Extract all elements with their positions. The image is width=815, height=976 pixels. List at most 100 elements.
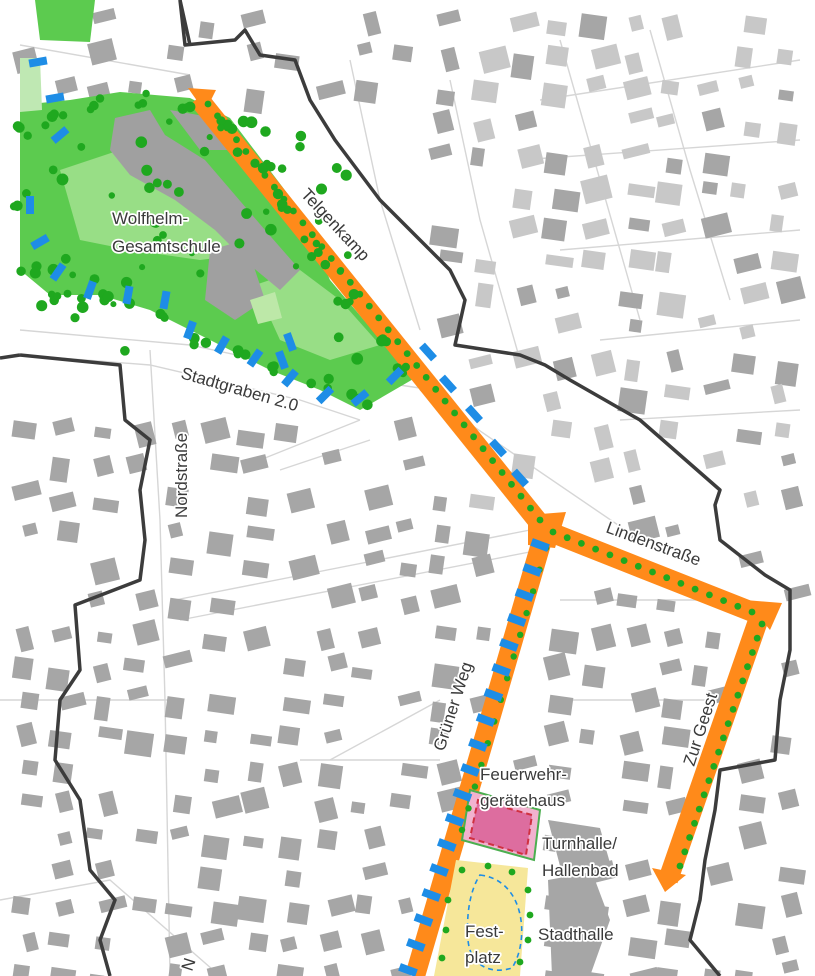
building	[96, 631, 113, 644]
building	[664, 928, 691, 949]
building	[15, 626, 35, 653]
tree-dot-icon	[242, 148, 250, 155]
building	[350, 801, 366, 814]
building	[92, 497, 120, 514]
building	[740, 282, 770, 305]
green-corner-top	[35, 0, 95, 42]
tree-dot-icon	[489, 457, 496, 464]
tree-dot-icon	[441, 397, 449, 405]
fire-station[interactable]	[460, 788, 542, 862]
building	[471, 79, 499, 104]
building	[628, 14, 645, 32]
building	[770, 250, 800, 273]
building	[240, 9, 266, 29]
building	[362, 10, 382, 37]
tree-dot-icon	[308, 231, 316, 239]
building	[402, 455, 426, 471]
building	[350, 667, 373, 680]
building	[628, 249, 657, 271]
tree-dot-icon	[676, 862, 684, 870]
building	[622, 799, 649, 815]
tree-dot-icon	[234, 238, 245, 249]
blue-dash-marker-icon	[28, 56, 48, 68]
building	[627, 183, 656, 199]
tree-dot-icon	[504, 675, 511, 682]
tree-dot-icon	[700, 791, 708, 799]
building	[11, 656, 34, 681]
tree-dot-icon	[134, 101, 143, 109]
tree-dot-icon	[49, 109, 59, 119]
tree-dot-icon	[206, 134, 213, 141]
building	[657, 765, 674, 790]
tree-dot-icon	[663, 574, 671, 582]
building	[697, 80, 720, 96]
tree-dot-icon	[260, 126, 271, 137]
building	[547, 694, 574, 716]
building	[249, 733, 273, 747]
building	[543, 152, 568, 176]
building	[733, 253, 762, 275]
tree-dot-icon	[141, 164, 153, 176]
route-gruener-weg	[405, 527, 555, 976]
building	[618, 291, 644, 310]
building	[548, 628, 580, 655]
building	[468, 493, 496, 511]
building	[365, 525, 392, 545]
building	[734, 46, 753, 69]
building	[658, 419, 679, 440]
building	[428, 554, 445, 575]
building	[93, 426, 112, 440]
label-nordstrasse: Nordstraße	[172, 433, 191, 518]
building	[132, 619, 160, 646]
blue-dash-marker-icon	[468, 738, 488, 752]
building	[546, 789, 572, 807]
school-building[interactable]	[110, 110, 300, 324]
building	[555, 285, 570, 300]
building	[738, 74, 755, 89]
blue-dash-marker-icon	[159, 290, 171, 310]
building	[666, 349, 684, 373]
tree-dot-icon	[182, 103, 192, 112]
tree-dot-icon	[744, 663, 751, 671]
tree-dot-icon	[458, 826, 466, 834]
tree-dot-icon	[199, 146, 210, 157]
building	[286, 487, 316, 514]
building	[392, 44, 414, 63]
building	[247, 761, 264, 783]
tree-dot-icon	[36, 300, 48, 312]
building	[663, 384, 691, 401]
building	[90, 557, 121, 586]
building	[243, 88, 265, 115]
building	[657, 900, 681, 927]
building	[280, 936, 298, 953]
building	[16, 721, 37, 748]
festplatz-area[interactable]	[434, 860, 528, 976]
tree-dot-icon	[63, 289, 72, 298]
building	[474, 258, 497, 275]
building	[542, 652, 571, 681]
building	[554, 312, 582, 334]
building	[743, 490, 760, 508]
building	[245, 496, 269, 517]
building	[738, 821, 767, 850]
building	[327, 652, 348, 672]
blue-dash-marker-icon	[439, 374, 457, 394]
building	[434, 524, 451, 544]
building	[732, 969, 753, 976]
building	[581, 218, 610, 240]
building	[543, 720, 570, 747]
tree-dot-icon	[299, 219, 307, 227]
building	[132, 896, 157, 914]
building	[663, 628, 684, 647]
building	[243, 625, 271, 652]
tree-dot-icon	[272, 188, 284, 200]
building	[164, 932, 192, 959]
tree-dot-icon	[331, 163, 342, 173]
building	[513, 755, 538, 772]
building	[52, 417, 75, 436]
tree-dot-icon	[135, 136, 148, 149]
building	[770, 735, 792, 755]
building	[476, 626, 491, 642]
